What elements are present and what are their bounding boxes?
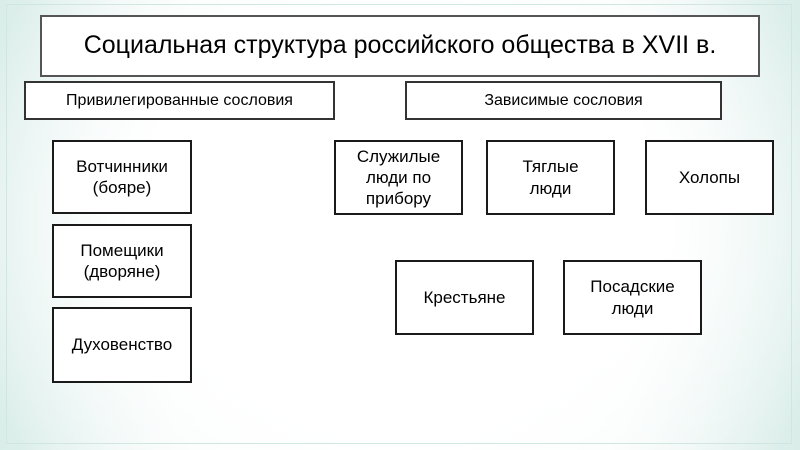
node-sluzhilye-lyudi: Служилые люди по прибору (334, 140, 463, 215)
node-pomeshchiki: Помещики (дворяне) (52, 224, 192, 298)
node-pomeshchiki-label: Помещики (дворяне) (80, 240, 164, 281)
node-posadskie-lyudi: Посадские люди (563, 260, 702, 335)
category-privileged-estates: Привилегированные сословия (24, 81, 335, 120)
node-tyaglye-lyudi: Тяглые люди (486, 140, 615, 215)
node-sluzhilye-label: Служилые люди по прибору (356, 146, 441, 209)
node-dukhovenstvo-label: Духовенство (71, 335, 173, 355)
node-kholopy-label: Холопы (678, 167, 741, 187)
node-krestyane-label: Крестьяне (423, 287, 506, 307)
node-tyaglye-label: Тяглые люди (522, 157, 579, 198)
node-dukhovenstvo: Духовенство (52, 307, 192, 383)
node-votchinniki-label: Вотчинники (бояре) (76, 156, 168, 197)
category-dependent-estates: Зависимые сословия (405, 81, 722, 120)
node-posadskie-label: Посадские люди (590, 277, 675, 318)
category-dependent-label: Зависимые сословия (484, 91, 643, 109)
diagram-title: Социальная структура российского обществ… (40, 15, 760, 77)
node-krestyane: Крестьяне (395, 260, 534, 335)
node-votchinniki: Вотчинники (бояре) (52, 140, 192, 214)
diagram-title-text: Социальная структура российского обществ… (83, 31, 717, 60)
node-kholopy: Холопы (645, 140, 774, 215)
category-privileged-label: Привилегированные сословия (66, 91, 293, 109)
